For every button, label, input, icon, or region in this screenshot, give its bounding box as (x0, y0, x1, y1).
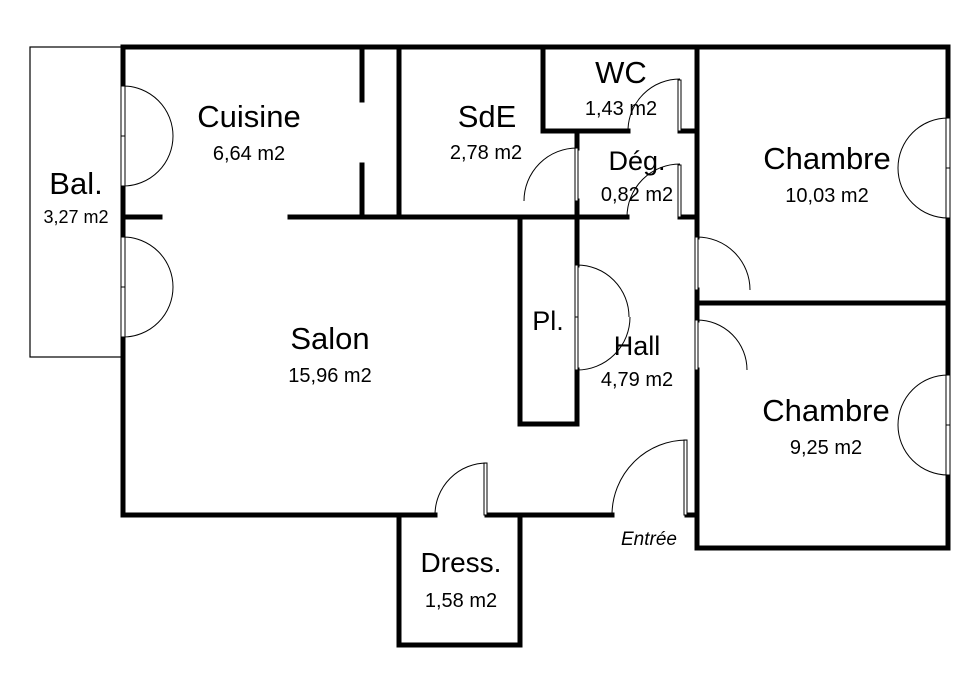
bathroom-area: 2,78 m2 (450, 142, 522, 164)
doors (120, 78, 951, 516)
living-room-area: 15,96 m2 (288, 365, 371, 387)
bedroom-2-name: Chambre (762, 393, 890, 428)
bedroom-2-area: 9,25 m2 (790, 437, 862, 459)
bedroom-1-area: 10,03 m2 (785, 185, 868, 207)
dressing-name: Dress. (421, 547, 502, 578)
corridor-area: 0,82 m2 (601, 184, 673, 206)
balcony-outline (29, 46, 124, 358)
living-room-name: Salon (290, 321, 369, 356)
dressing-area: 1,58 m2 (425, 590, 497, 612)
walls (120, 44, 951, 648)
entrance-label: Entrée (621, 529, 677, 550)
corridor-name: Dég. (608, 146, 665, 176)
balcony-area: 3,27 m2 (43, 207, 108, 227)
hall-name: Hall (614, 331, 661, 361)
hall-area: 4,79 m2 (601, 369, 673, 391)
wc-name: WC (595, 55, 647, 90)
kitchen-area: 6,64 m2 (213, 143, 285, 165)
bathroom-name: SdE (458, 99, 517, 134)
balcony-name: Bal. (49, 166, 102, 201)
bedroom-1-name: Chambre (763, 141, 891, 176)
kitchen-name: Cuisine (197, 99, 300, 134)
wc-area: 1,43 m2 (585, 98, 657, 120)
closet-name: Pl. (532, 306, 564, 336)
